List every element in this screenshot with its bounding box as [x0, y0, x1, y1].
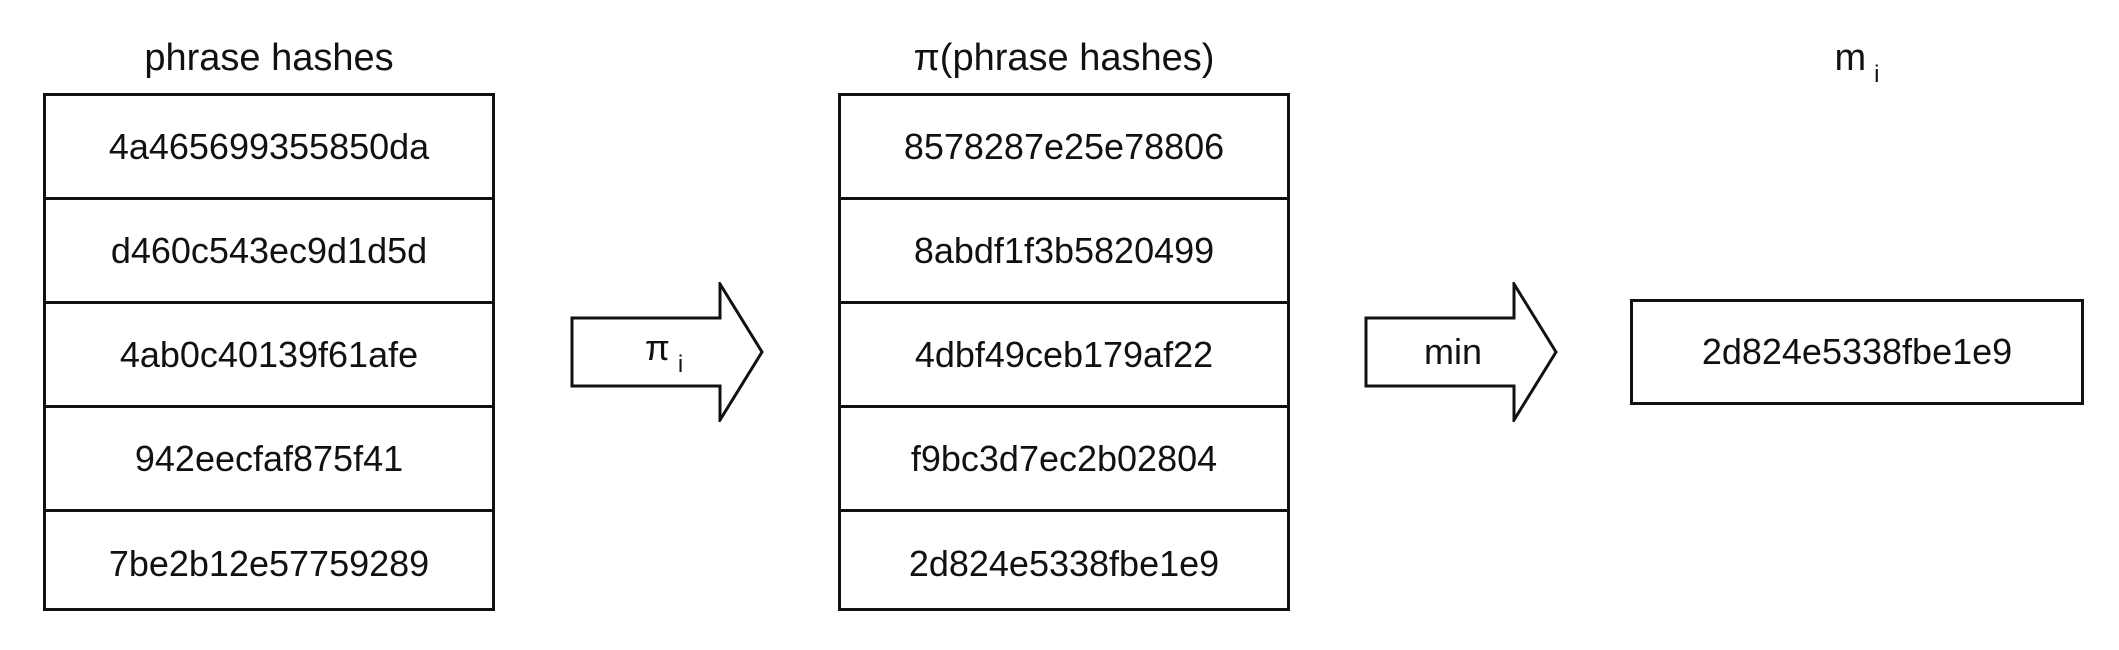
phrase-hash-cell: d460c543ec9d1d5d — [46, 200, 492, 304]
permuted-hash-cell: f9bc3d7ec2b02804 — [841, 408, 1287, 512]
result-heading-subscript: i — [1874, 61, 1880, 88]
min-arrow-label: min — [1424, 331, 1483, 372]
phrase-hashes-heading: phrase hashes — [144, 37, 394, 79]
permuted-hash-cell: 2d824e5338fbe1e9 — [908, 543, 1220, 584]
permute-subscript: i — [677, 351, 684, 378]
arrow-shape-icon — [1364, 282, 1558, 422]
phrase-hash-cell: 4ab0c40139f61afe — [46, 304, 492, 408]
phrase-hash-cell: 4a465699355850da — [46, 96, 492, 200]
permuted-hash-cell: 4dbf49ceb179af22 — [841, 304, 1287, 408]
result-heading-main: m — [1834, 37, 1867, 79]
permuted-hash-cell: 8578287e25e78806 — [841, 96, 1287, 200]
permute-symbol: π — [645, 327, 670, 368]
permuted-hashes-stack: 8578287e25e78806 8abdf1f3b5820499 4dbf49… — [838, 93, 1290, 611]
arrow-shape-icon — [570, 282, 764, 422]
permuted-hash-cell: 8abdf1f3b5820499 — [841, 200, 1287, 304]
phrase-hash-cell: 7be2b12e57759289 — [108, 543, 430, 584]
min-arrow: min — [1364, 282, 1559, 422]
result-value-box: 2d824e5338fbe1e9 — [1630, 299, 2084, 405]
permuted-hashes-heading: π(phrase hashes) — [913, 37, 1215, 79]
phrase-hash-cell: 942eecfaf875f41 — [46, 408, 492, 512]
phrase-hashes-stack: 4a465699355850da d460c543ec9d1d5d 4ab0c4… — [43, 93, 495, 611]
